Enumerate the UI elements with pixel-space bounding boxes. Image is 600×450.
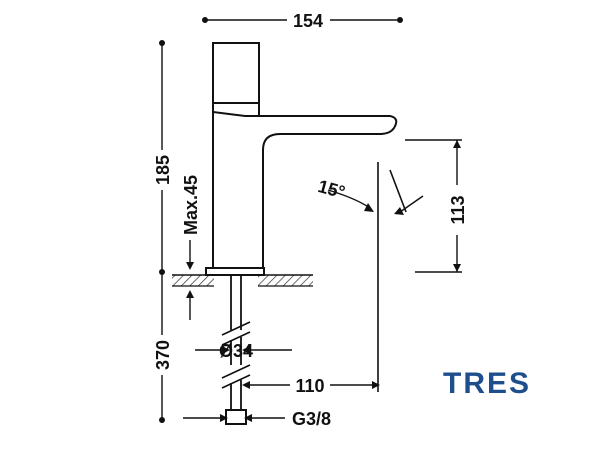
dimension-label-below-deck: 370: [153, 340, 173, 370]
dimension-label-spout-height: 113: [448, 195, 468, 224]
dimension-label-connection: G3/8: [292, 409, 331, 429]
spout-reference: 15°: [316, 162, 424, 392]
brand-logo-text: TRES: [443, 367, 531, 400]
dimension-max-deck: Max.45: [181, 175, 201, 320]
dimension-connection: G3/8: [183, 409, 331, 429]
dimension-spout-reach: 110: [242, 376, 380, 396]
dimension-label-hose-diameter: Ø34: [219, 341, 253, 361]
dimension-spout-height: 113: [405, 139, 468, 273]
brand-logo: TRES: [443, 367, 531, 400]
countertop-section: [172, 267, 313, 287]
dimension-label-max-deck: Max.45: [181, 175, 201, 235]
dimension-label-width: 154: [293, 11, 323, 31]
dimension-label-spout-reach: 110: [295, 376, 324, 396]
dimension-height-185: 185: [153, 40, 173, 275]
dimension-width-154: 154: [202, 11, 403, 31]
faucet-outline: [212, 42, 398, 272]
supply-hose: [221, 275, 251, 425]
dimension-label-spout-angle: 15°: [316, 176, 347, 202]
dimension-below-deck-370: 370: [153, 272, 173, 423]
dimension-hose-diameter: Ø34: [195, 341, 292, 361]
dimension-label-height: 185: [153, 155, 173, 185]
